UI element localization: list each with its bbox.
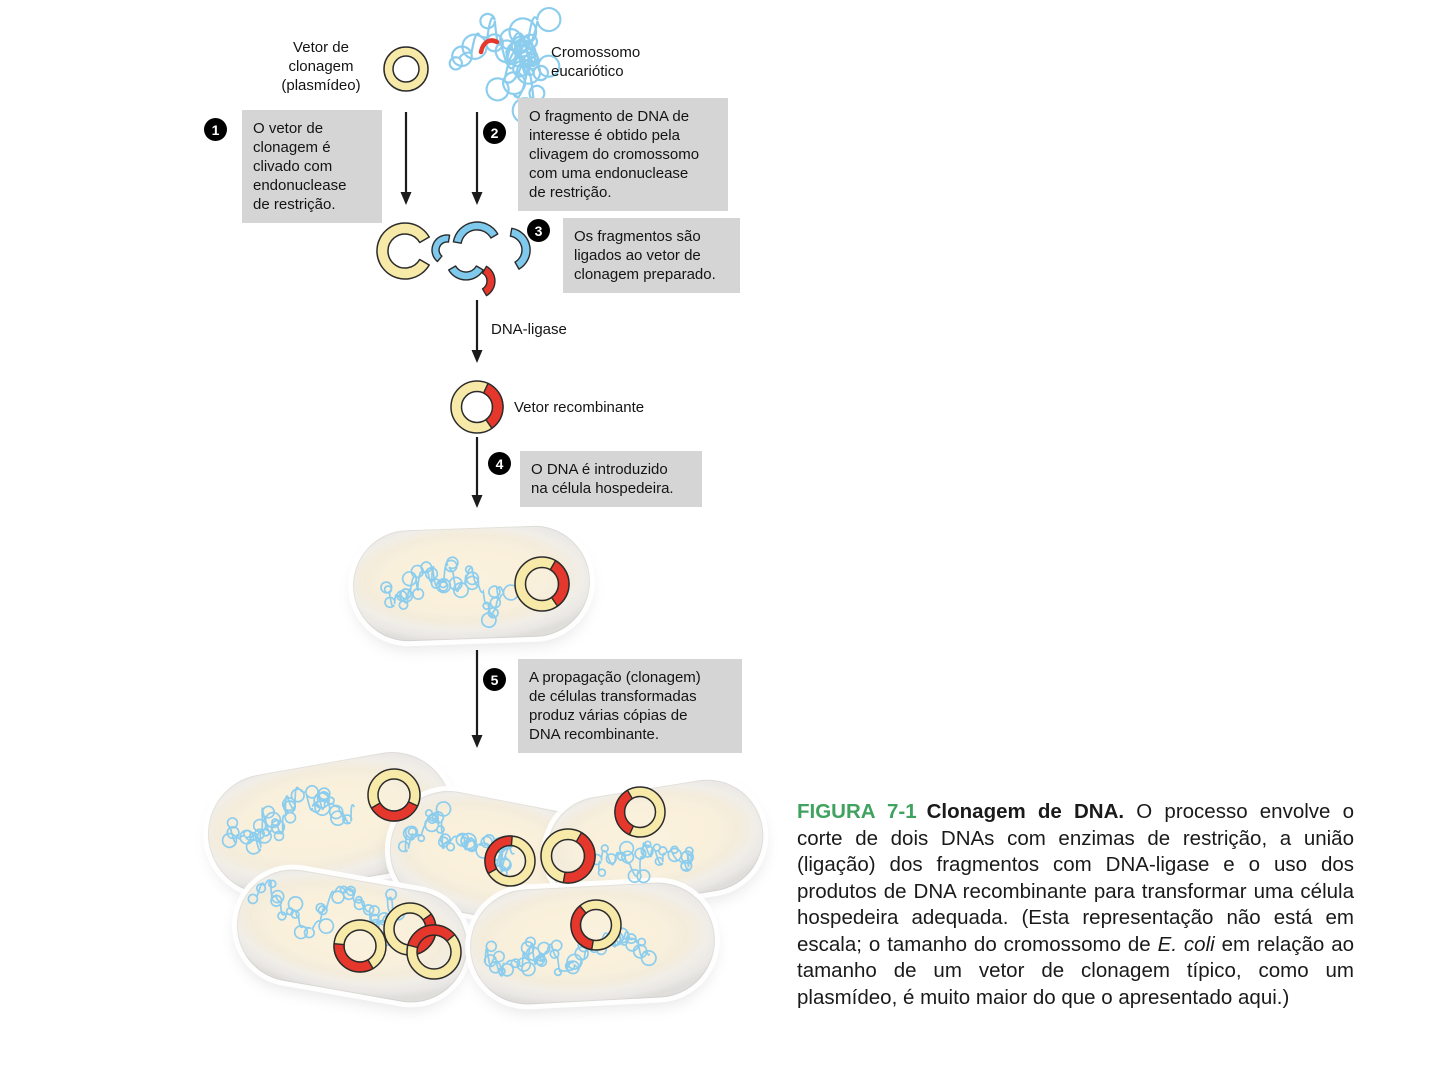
chromosome-label: Cromossomo eucariótico [551, 44, 641, 80]
step-2-badge: 2 [483, 121, 506, 144]
figure-caption: FIGURA 7-1 Clonagem de DNA. O processo en… [797, 799, 1354, 1011]
step-5-box: A propagação (clonagem) de células trans… [518, 659, 742, 753]
flow-arrow-icon [400, 112, 412, 205]
dna-fragments-icon [431, 221, 531, 297]
host-cell-single [351, 523, 592, 644]
cut-vector-icon [376, 222, 430, 280]
step-3-badge: 3 [527, 219, 550, 242]
step-2-box: O fragmento de DNA de interesse é obtido… [518, 98, 728, 211]
step-1-box: O vetor de clonagem é clivado com endonu… [242, 110, 382, 223]
figure-number: FIGURA 7-1 [797, 800, 917, 823]
flow-arrow-icon [471, 650, 483, 748]
vector-label: Vetor de clonagem (plasmídeo) [281, 39, 361, 94]
dna-ligase-label: DNA-ligase [491, 321, 567, 338]
colony-cell-5 [467, 879, 718, 1008]
caption-species: E. coli [1157, 932, 1215, 956]
flow-arrow-icon [471, 112, 483, 205]
step-4-badge: 4 [488, 452, 511, 475]
flow-arrow-icon [471, 300, 483, 363]
step-5-badge: 5 [483, 668, 506, 691]
step-3-box: Os fragmentos são ligados ao vetor de cl… [563, 218, 740, 293]
flow-arrow-icon [471, 437, 483, 508]
step-4-box: O DNA é introduzido na célula hospedeira… [520, 451, 702, 507]
recombinant-vector-icon [450, 380, 504, 434]
plasmid-ring-icon [383, 46, 429, 92]
step-1-badge: 1 [204, 118, 227, 141]
caption-body-2: em relação ao tamanho de um vetor de clo… [797, 932, 1354, 1009]
recombinant-vector-label: Vetor recombinante [514, 399, 645, 416]
caption-body-1: O processo envolve o corte de dois DNAs … [797, 800, 1355, 956]
figure-title: Clonagem de DNA. [926, 800, 1125, 823]
